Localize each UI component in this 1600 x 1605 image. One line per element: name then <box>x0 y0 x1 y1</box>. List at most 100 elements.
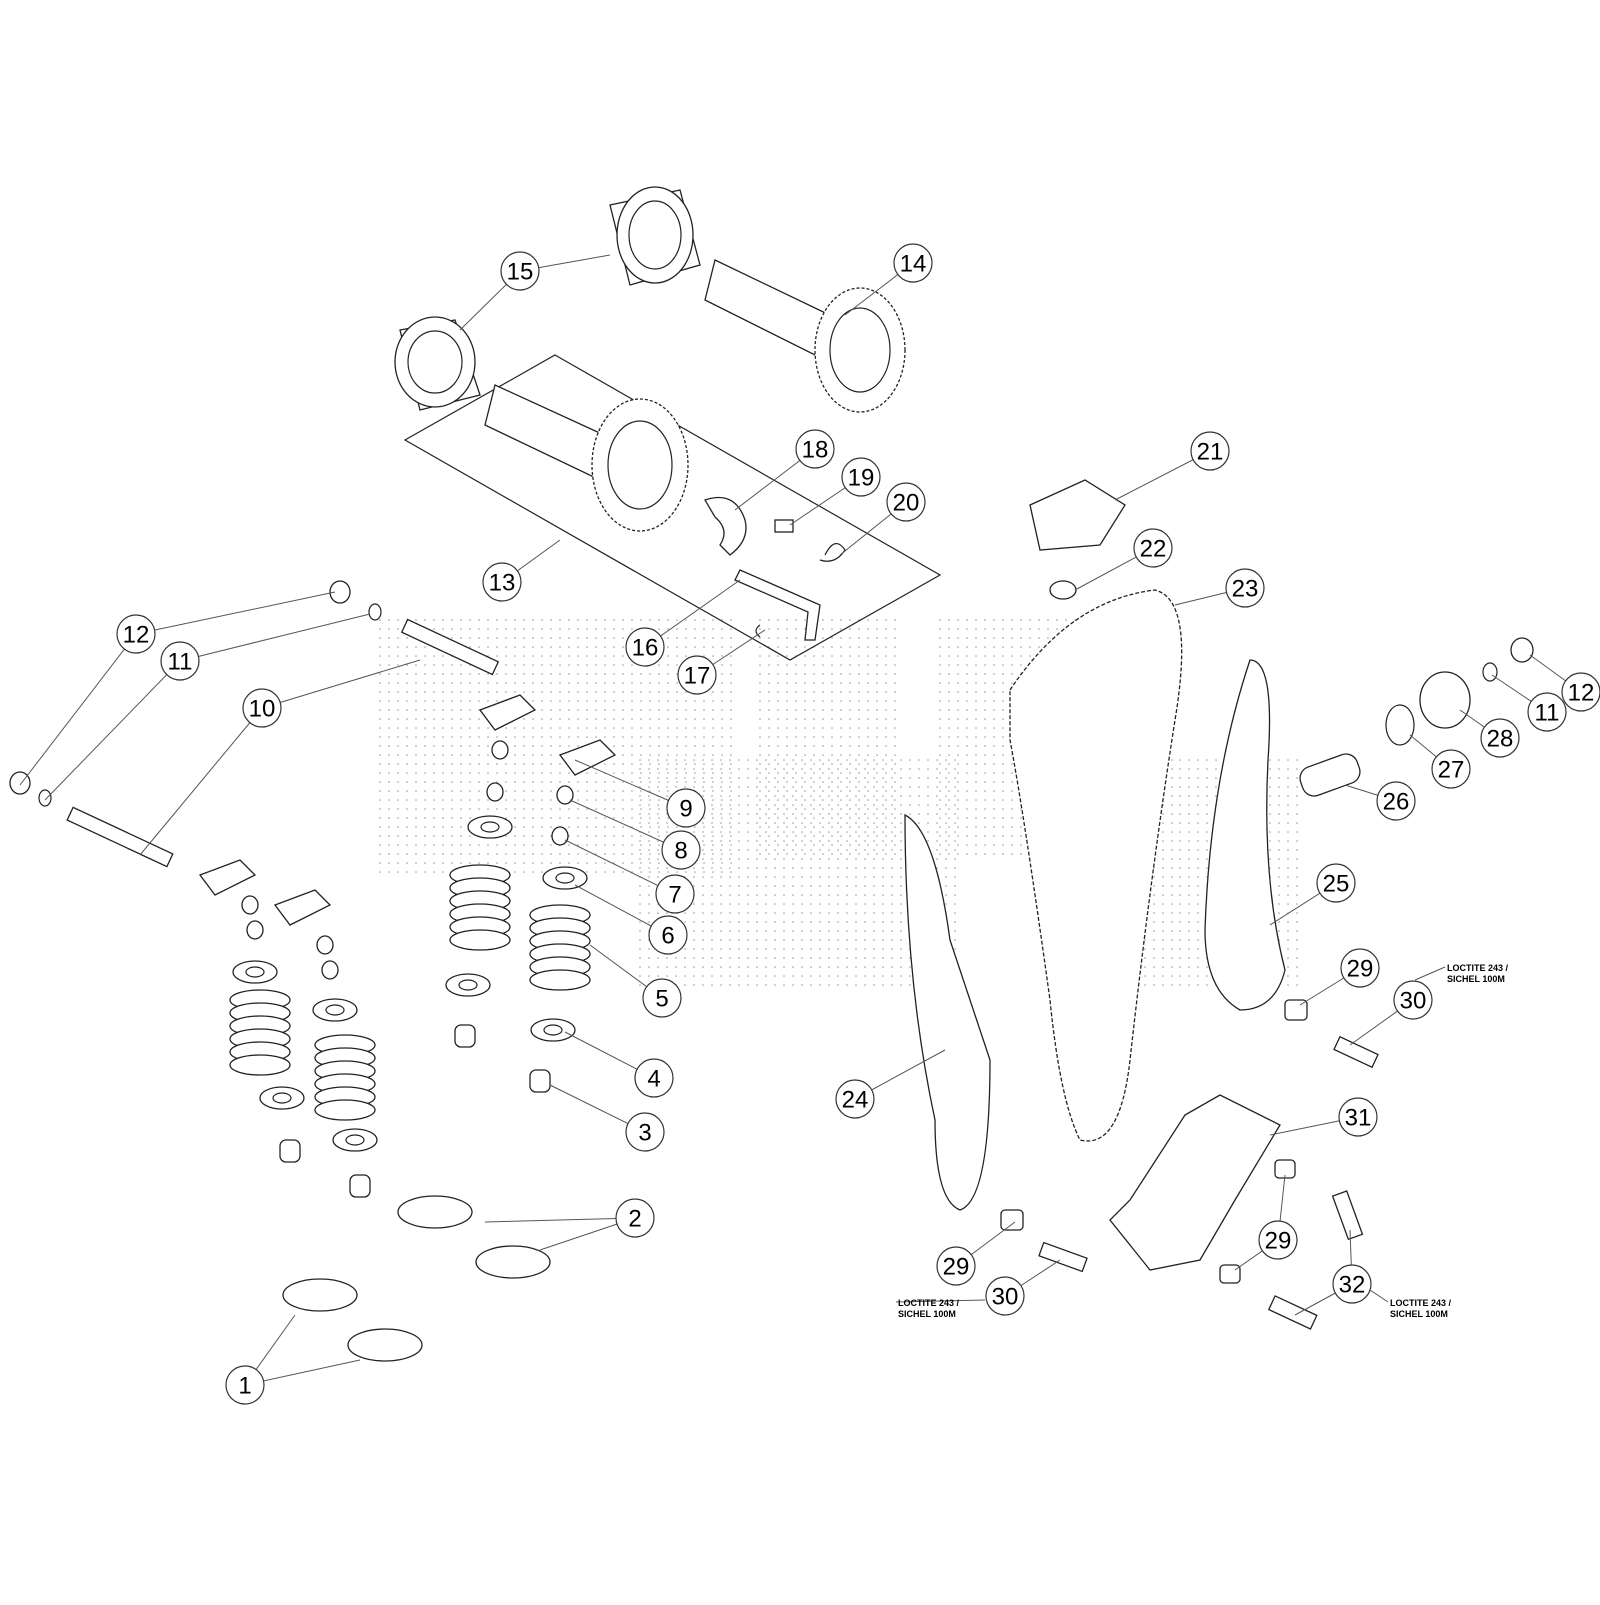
callout-11[interactable]: 11 <box>160 641 200 681</box>
watermark-dot <box>451 826 453 828</box>
watermark-dot <box>514 817 516 819</box>
watermark-dot <box>469 682 471 684</box>
watermark-dot <box>415 619 417 621</box>
watermark-dot <box>415 646 417 648</box>
watermark-dot <box>849 817 851 819</box>
watermark-dot <box>667 763 669 765</box>
watermark-dot <box>975 637 977 639</box>
watermark-dot <box>918 768 920 770</box>
watermark-dot <box>765 786 767 788</box>
callout-19[interactable]: 19 <box>841 457 881 497</box>
watermark-dot <box>532 655 534 657</box>
watermark-dot <box>424 700 426 702</box>
watermark-dot <box>975 700 977 702</box>
watermark-dot <box>1171 966 1173 968</box>
callout-30[interactable]: 30 <box>985 1276 1025 1316</box>
watermark-dot <box>792 804 794 806</box>
loctite-note-line2: SICHEL 100M <box>1390 1309 1448 1319</box>
callout-20[interactable]: 20 <box>886 482 926 522</box>
watermark-dot <box>442 799 444 801</box>
watermark-dot <box>747 768 749 770</box>
watermark-dot <box>469 709 471 711</box>
callout-2[interactable]: 2 <box>615 1198 655 1238</box>
watermark-dot <box>936 858 938 860</box>
callout-13[interactable]: 13 <box>482 562 522 602</box>
callout-29[interactable]: 29 <box>1340 948 1380 988</box>
callout-14[interactable]: 14 <box>893 243 933 283</box>
callout-12[interactable]: 12 <box>1561 672 1600 712</box>
watermark-dot <box>1287 975 1289 977</box>
watermark-dot <box>819 894 821 896</box>
callout-9[interactable]: 9 <box>666 788 706 828</box>
watermark-dot <box>406 817 408 819</box>
callout-17[interactable]: 17 <box>677 655 717 695</box>
watermark-dot <box>613 673 615 675</box>
callout-15[interactable]: 15 <box>500 251 540 291</box>
watermark-dot <box>765 777 767 779</box>
watermark-dot <box>559 727 561 729</box>
watermark-dot <box>810 966 812 968</box>
watermark-dot <box>379 718 381 720</box>
callout-16[interactable]: 16 <box>625 627 665 667</box>
watermark-dot <box>523 799 525 801</box>
callout-3[interactable]: 3 <box>625 1112 665 1152</box>
watermark-dot <box>442 835 444 837</box>
watermark-dot <box>478 763 480 765</box>
watermark-dot <box>801 984 803 986</box>
callout-18[interactable]: 18 <box>795 429 835 469</box>
watermark-dot <box>819 966 821 968</box>
callout-31[interactable]: 31 <box>1338 1097 1378 1137</box>
watermark-dot <box>639 903 641 905</box>
callout-22[interactable]: 22 <box>1133 528 1173 568</box>
watermark-dot <box>801 867 803 869</box>
callout-5[interactable]: 5 <box>642 978 682 1018</box>
callout-29[interactable]: 29 <box>936 1246 976 1286</box>
watermark-dot <box>786 637 788 639</box>
watermark-dot <box>478 790 480 792</box>
callout-21[interactable]: 21 <box>1190 431 1230 471</box>
watermark-dot <box>948 763 950 765</box>
watermark-dot <box>867 790 869 792</box>
watermark-dot <box>810 975 812 977</box>
watermark-dot <box>738 777 740 779</box>
callout-8[interactable]: 8 <box>661 830 701 870</box>
callout-4[interactable]: 4 <box>634 1058 674 1098</box>
watermark-dot <box>1197 975 1199 977</box>
callout-12[interactable]: 12 <box>116 614 156 654</box>
callout-1[interactable]: 1 <box>225 1365 265 1405</box>
callout-10[interactable]: 10 <box>242 688 282 728</box>
watermark-dot <box>783 903 785 905</box>
watermark-dot <box>993 808 995 810</box>
callout-11[interactable]: 11 <box>1527 692 1567 732</box>
watermark-dot <box>909 768 911 770</box>
watermark-dot <box>550 673 552 675</box>
loctite-note-line2: SICHEL 100M <box>898 1309 956 1319</box>
watermark-dot <box>801 885 803 887</box>
watermark-dot <box>711 939 713 941</box>
callout-number: 10 <box>249 696 276 723</box>
watermark-dot <box>1197 894 1199 896</box>
callout-30[interactable]: 30 <box>1393 980 1433 1020</box>
callout-26[interactable]: 26 <box>1376 781 1416 821</box>
callout-28[interactable]: 28 <box>1480 718 1520 758</box>
watermark-dot <box>712 853 714 855</box>
callout-27[interactable]: 27 <box>1431 749 1471 789</box>
watermark-dot <box>1179 912 1181 914</box>
callout-24[interactable]: 24 <box>835 1079 875 1119</box>
watermark-dot <box>523 817 525 819</box>
watermark-dot <box>729 813 731 815</box>
callout-23[interactable]: 23 <box>1225 568 1265 608</box>
callout-25[interactable]: 25 <box>1316 863 1356 903</box>
watermark-dot <box>676 736 678 738</box>
watermark-dot <box>1287 966 1289 968</box>
watermark-dot <box>738 903 740 905</box>
watermark-dot <box>532 691 534 693</box>
callout-7[interactable]: 7 <box>655 874 695 914</box>
watermark-dot <box>514 619 516 621</box>
watermark-dot <box>657 867 659 869</box>
watermark-dot <box>939 853 941 855</box>
callout-6[interactable]: 6 <box>648 915 688 955</box>
callout-29[interactable]: 29 <box>1258 1220 1298 1260</box>
callout-32[interactable]: 32 <box>1332 1264 1372 1304</box>
